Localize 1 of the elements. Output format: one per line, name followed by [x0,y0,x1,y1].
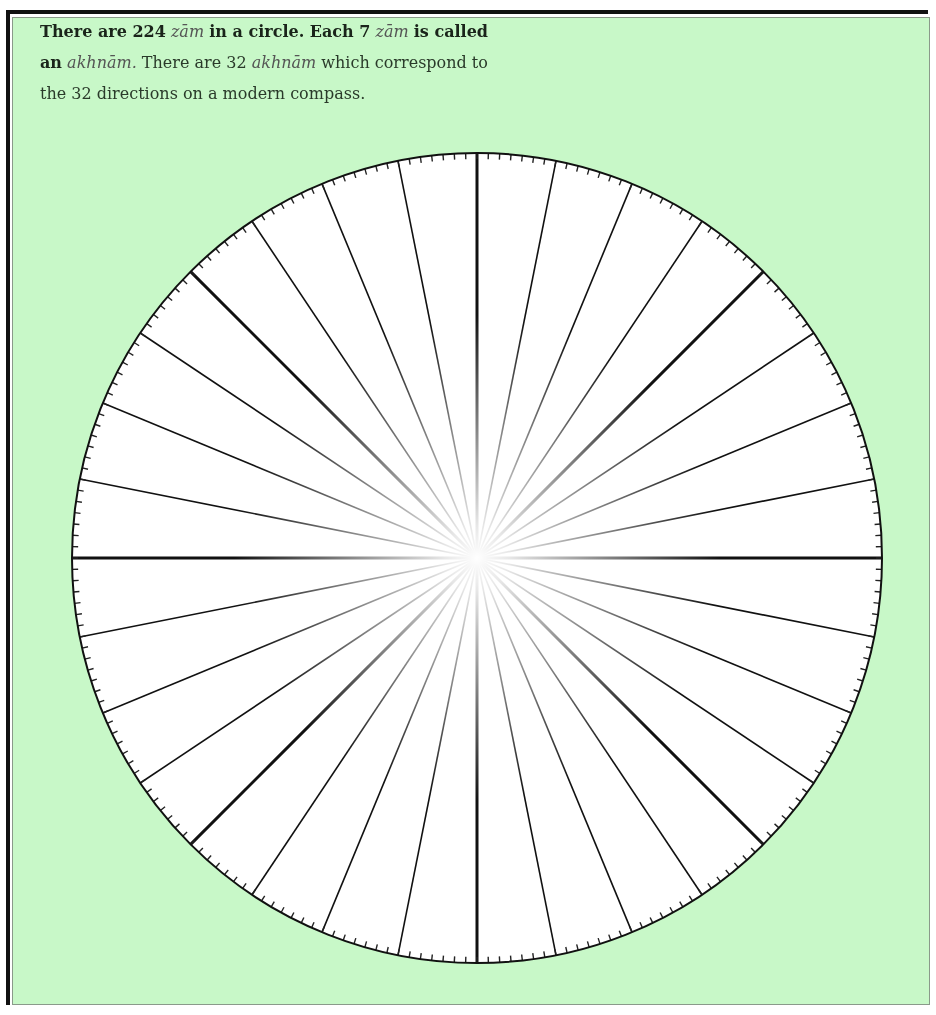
description-text: There are 224 zām in a circle. Each 7 zām is called an akhnām. There are 32 akhnām which correspond to the 32 directions on a modern compass. [40,21,490,105]
